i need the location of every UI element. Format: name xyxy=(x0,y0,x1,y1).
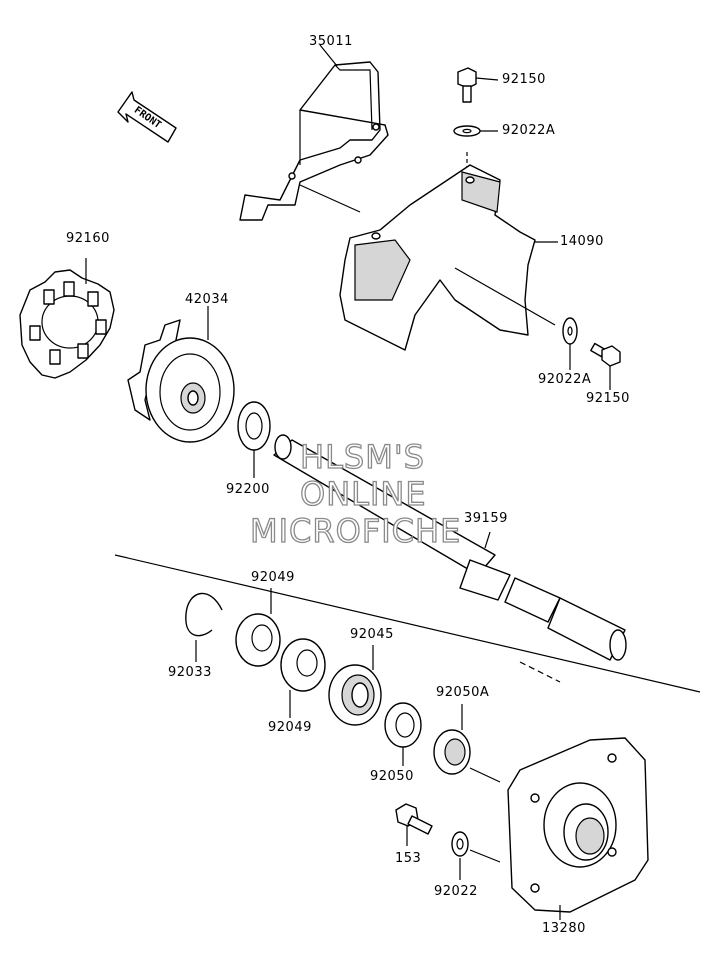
bearing-92045 xyxy=(328,645,382,726)
seal-92050a xyxy=(433,704,501,783)
watermark-line-1: HLSM'S xyxy=(299,438,425,476)
part-label-92049-top[interactable]: 92049 xyxy=(251,570,295,585)
washer-92022a-bottom xyxy=(562,317,578,370)
impeller-42034 xyxy=(127,306,235,443)
washer-92022 xyxy=(451,831,501,880)
part-label-13280[interactable]: 13280 xyxy=(542,921,586,936)
bolt-92150-top xyxy=(457,67,499,103)
collar-92049-top xyxy=(235,588,281,667)
washer-92022a-top xyxy=(453,125,498,168)
part-label-92150-top[interactable]: 92150 xyxy=(502,72,546,87)
part-label-92050[interactable]: 92050 xyxy=(370,769,414,784)
part-label-92200[interactable]: 92200 xyxy=(226,482,270,497)
bracket-35011 xyxy=(239,44,389,221)
part-label-92022a-bottom[interactable]: 92022A xyxy=(538,372,592,387)
damper-92160 xyxy=(19,258,115,379)
part-label-92050a[interactable]: 92050A xyxy=(436,685,490,700)
bolt-153 xyxy=(395,803,433,846)
bolt-92150-bottom xyxy=(590,342,621,390)
front-arrow-icon: FRONT xyxy=(117,91,177,143)
part-label-92160[interactable]: 92160 xyxy=(66,231,110,246)
circlip-92033 xyxy=(185,592,223,662)
watermark-line-3: MICROFICHE xyxy=(249,512,462,550)
seal-92050 xyxy=(384,702,422,766)
part-label-92049-bottom[interactable]: 92049 xyxy=(268,720,312,735)
collar-92049-bottom xyxy=(280,638,326,718)
washer-92200 xyxy=(237,401,271,478)
shaft-39159 xyxy=(114,434,701,693)
guard-14090 xyxy=(339,164,558,351)
part-label-153[interactable]: 153 xyxy=(395,851,422,866)
part-label-14090[interactable]: 14090 xyxy=(560,234,604,249)
part-label-92022[interactable]: 92022 xyxy=(434,884,478,899)
part-label-92045[interactable]: 92045 xyxy=(350,627,394,642)
part-label-92150-bottom[interactable]: 92150 xyxy=(586,391,630,406)
part-label-92033[interactable]: 92033 xyxy=(168,665,212,680)
watermark-line-2: ONLINE xyxy=(299,475,427,513)
part-label-35011[interactable]: 35011 xyxy=(309,34,353,49)
part-label-39159[interactable]: 39159 xyxy=(464,511,508,526)
housing-13280 xyxy=(507,737,649,920)
part-label-42034[interactable]: 42034 xyxy=(185,292,229,307)
part-label-92022a-top[interactable]: 92022A xyxy=(502,123,556,138)
